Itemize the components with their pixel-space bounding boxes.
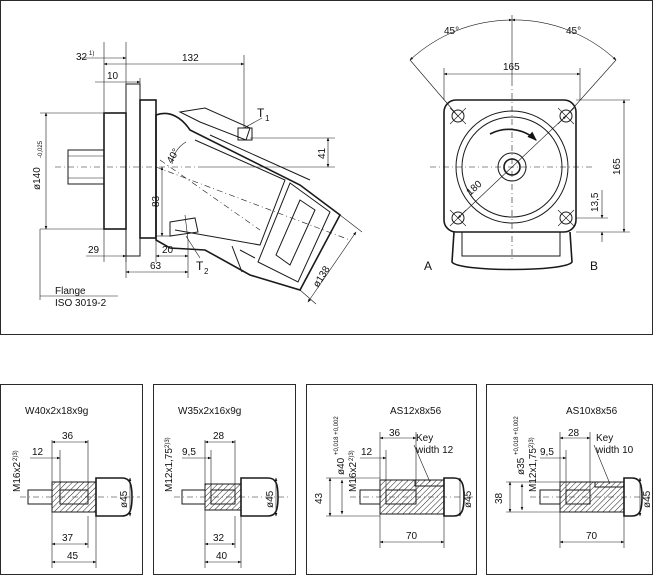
dim-32: 32 — [76, 52, 88, 63]
panel-1-thread-note: 2)3) — [13, 450, 19, 461]
dim-29: 29 — [88, 245, 100, 256]
dim-diam140: ø140 — [32, 167, 43, 190]
dim-41: 41 — [317, 147, 328, 159]
dim-20: 20 — [162, 245, 174, 256]
dim-40deg: 40° — [165, 147, 182, 166]
panel-1-dim-12: 12 — [32, 447, 44, 458]
panel-1-dim-36: 36 — [62, 431, 74, 442]
panel-3-diam: ø45 — [463, 490, 474, 508]
panel-3-dim-36: 36 — [389, 428, 401, 439]
panel-2-dim-40: 40 — [216, 551, 228, 562]
shaft-panel-4 — [486, 384, 653, 575]
port-t1-sub: 1 — [265, 114, 270, 123]
panel-4-shaft-tol: +0,018 +0,002 — [514, 416, 520, 455]
panel-4-dim-70: 70 — [586, 531, 598, 542]
shaft-panel-1 — [0, 384, 143, 575]
dim-63: 63 — [150, 261, 162, 272]
panel-1-diam: ø45 — [119, 490, 130, 508]
panel-4-dim-28: 28 — [568, 428, 580, 439]
panel-4-shaft-diam: ø35 — [516, 457, 527, 475]
side-view — [39, 42, 363, 305]
dim-132: 132 — [182, 53, 199, 64]
panel-2-thread-note: 2)3) — [165, 437, 171, 448]
panel-4-title: AS10x8x56 — [566, 406, 618, 417]
panel-1-dim-45: 45 — [67, 551, 79, 562]
panel-3-thread: M16x2 — [348, 462, 359, 492]
dim-13-5: 13,5 — [590, 192, 601, 212]
panel-1-thread: M16x2 — [12, 462, 23, 492]
panel-3-dim-12: 12 — [361, 447, 373, 458]
panel-3-dim-70: 70 — [406, 531, 418, 542]
panel-2-title: W35x2x16x9g — [178, 406, 241, 417]
panel-2-dim-32: 32 — [213, 533, 225, 544]
panel-3-dim-43: 43 — [314, 492, 325, 504]
port-a-label: A — [424, 259, 432, 273]
port-t2: T — [196, 259, 204, 273]
panel-4-key-width: width 10 — [595, 445, 634, 456]
shaft-panel-3 — [306, 384, 477, 575]
panel-3-shaft-diam: ø40 — [336, 457, 347, 475]
shaft-drawing-3 — [326, 432, 474, 548]
panel-4-diam: ø45 — [642, 490, 653, 508]
port-t1: T — [257, 106, 265, 120]
shaft-drawing-2 — [174, 440, 290, 568]
panel-3-key-width: width 12 — [415, 445, 454, 456]
panel-3-shaft-tol: +0,018 +0,002 — [334, 416, 340, 455]
dim-165-vertical: 165 — [612, 158, 623, 175]
top-frame — [0, 0, 653, 335]
dim-10: 10 — [107, 71, 119, 82]
flange-label: Flange — [55, 286, 86, 297]
panel-4-thread-note: 2)3) — [529, 437, 535, 448]
shaft-drawing-4 — [506, 432, 650, 548]
dim-165-horizontal: 165 — [503, 62, 520, 73]
panel-1-dim-37: 37 — [62, 533, 74, 544]
panel-2-dim-9-5: 9,5 — [182, 447, 196, 458]
dim-83: 83 — [151, 195, 162, 207]
panel-4-dim-38: 38 — [494, 492, 505, 504]
flange-standard: ISO 3019-2 — [55, 298, 107, 309]
shaft-panel-2 — [153, 384, 296, 575]
front-view — [409, 15, 630, 271]
panel-4-thread: M12x1,75 — [528, 448, 539, 492]
panel-4-dim-9-5: 9,5 — [540, 447, 554, 458]
port-t2-sub: 2 — [204, 267, 209, 276]
dim-32-note: 1) — [89, 51, 94, 57]
dim-diam140-tol: -0,025 — [38, 140, 44, 158]
panel-1-title: W40x2x18x9g — [25, 406, 88, 417]
panel-4-key-label: Key — [596, 433, 613, 444]
angle-left: 45° — [444, 26, 459, 37]
angle-right: 45° — [566, 26, 581, 37]
shaft-drawing-1 — [20, 440, 140, 568]
dim-diam138: ø138 — [311, 264, 333, 290]
panel-3-thread-note: 2)3) — [349, 450, 355, 461]
panel-2-dim-28: 28 — [213, 431, 225, 442]
panel-3-key-label: Key — [416, 433, 433, 444]
panel-3-title: AS12x8x56 — [390, 406, 442, 417]
panel-2-diam: ø45 — [265, 490, 276, 508]
port-b-label: B — [590, 259, 598, 273]
panel-2-thread: M12x1,75 — [164, 448, 175, 492]
